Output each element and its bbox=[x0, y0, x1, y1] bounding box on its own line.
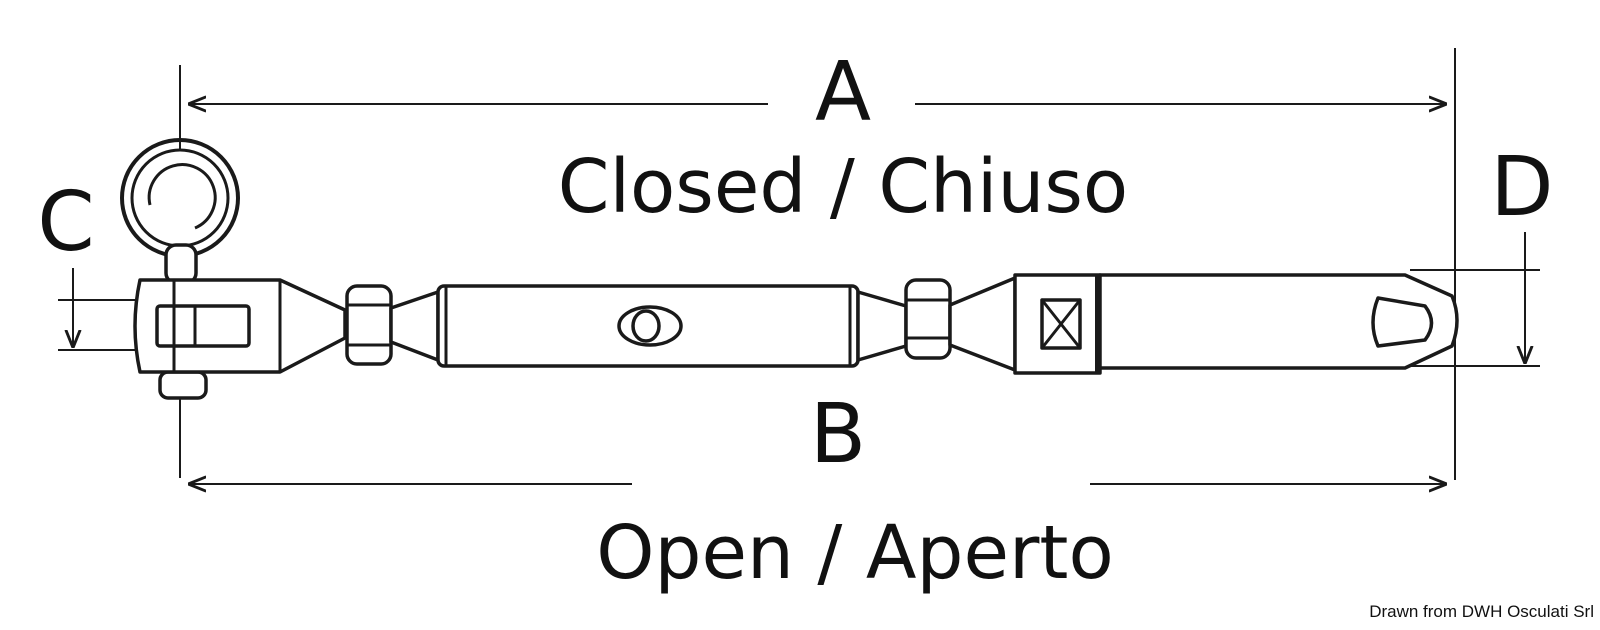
credit-text: Drawn from DWH Osculati Srl bbox=[1369, 602, 1594, 621]
dimension-b: B bbox=[190, 387, 1445, 484]
label-d: D bbox=[1490, 140, 1553, 235]
turnbuckle-body bbox=[436, 284, 860, 368]
label-a: A bbox=[815, 45, 871, 140]
clevis-pin-bottom bbox=[158, 370, 208, 400]
turnbuckle bbox=[120, 138, 1459, 400]
swage-terminal bbox=[1098, 273, 1459, 370]
fork-clevis bbox=[133, 278, 347, 374]
label-c: C bbox=[37, 175, 94, 270]
split-ring bbox=[120, 138, 240, 258]
dimension-d: D bbox=[1490, 140, 1554, 362]
open-caption: Open / Aperto bbox=[596, 510, 1113, 596]
body-taper-left bbox=[389, 290, 440, 362]
label-b: B bbox=[810, 387, 866, 482]
dimension-a: A bbox=[190, 45, 1445, 140]
clevis-pin-top bbox=[164, 243, 198, 285]
swage-collar bbox=[1013, 273, 1102, 375]
lock-nut-left bbox=[345, 284, 393, 366]
body-taper-right bbox=[856, 290, 908, 362]
swage-taper bbox=[948, 276, 1017, 372]
dimension-c: C bbox=[37, 175, 95, 346]
lock-nut-right bbox=[904, 278, 952, 360]
extension-lines bbox=[58, 48, 1540, 480]
closed-caption: Closed / Chiuso bbox=[558, 144, 1128, 230]
